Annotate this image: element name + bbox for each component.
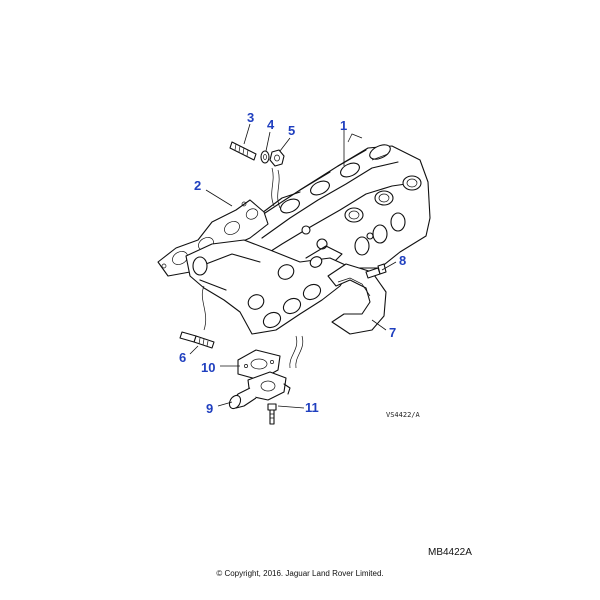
callout-7: 7 — [389, 325, 396, 340]
callout-4: 4 — [267, 117, 275, 132]
bolt-8-drawing — [365, 263, 387, 279]
nut-drawing — [269, 149, 285, 167]
callout-5: 5 — [288, 123, 295, 138]
callout-1: 1 — [340, 118, 347, 133]
callout-8: 8 — [399, 253, 406, 268]
washer-drawing — [260, 150, 270, 164]
callout-11: 11 — [305, 400, 319, 415]
callout-10: 10 — [201, 360, 215, 375]
manifold-lower-body-drawing — [185, 239, 353, 335]
heat-shield-drawing — [327, 263, 387, 335]
bolt-drawing — [179, 331, 215, 349]
copyright-notice: © Copyright, 2016. Jaguar Land Rover Lim… — [216, 569, 384, 578]
callout-6: 6 — [179, 350, 186, 365]
callout-2: 2 — [194, 178, 201, 193]
callout-9: 9 — [206, 401, 213, 416]
figure-reference: VS4422/A — [386, 411, 421, 419]
bolt-11-drawing — [267, 403, 277, 425]
diagram-reference: MB4422A — [428, 547, 472, 558]
coolant-outlet-drawing — [228, 371, 291, 410]
assembly-guide-lines — [201, 167, 304, 369]
callout-leaders — [189, 123, 397, 409]
manifold-gasket-drawing — [157, 199, 269, 277]
stud-drawing — [229, 141, 257, 161]
callout-3: 3 — [247, 110, 254, 125]
